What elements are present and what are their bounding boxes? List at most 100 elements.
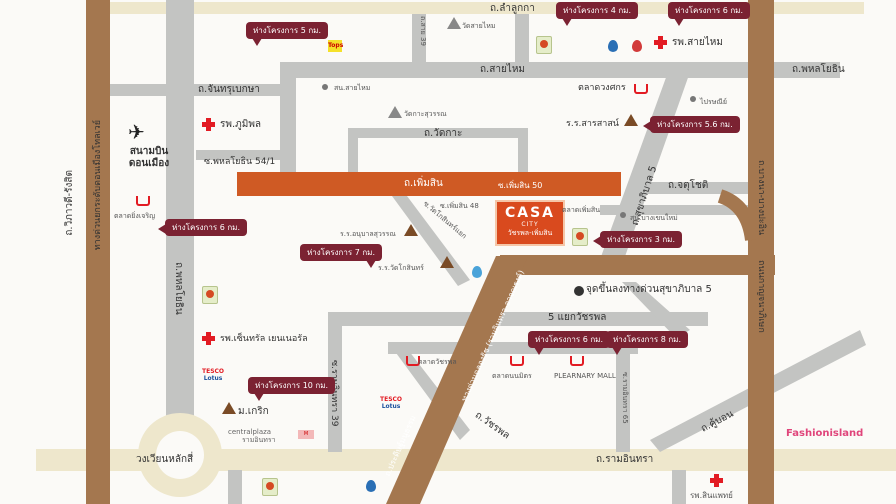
school-icon [440, 256, 454, 268]
place-wat-saikai: วัดสายไหม [462, 22, 496, 30]
place-post-office: ไปรษณีย์ [700, 98, 727, 106]
place-talad-nonmitr: ตลาดนนมิตร [492, 372, 532, 380]
gas-station-icon [202, 286, 218, 304]
distance-bubble: ห่างโครงการ 6 กม. [528, 331, 610, 355]
fashion-island-logo: Fashionisland [786, 428, 864, 439]
road-expressway-connector [500, 255, 775, 275]
place-rr-wat-kok: ร.ร.วัดโกสินทร์ [378, 264, 424, 272]
road-label-phoem-sin: ถ.เพิ่มสิน [404, 178, 443, 189]
project-logo-casa-city: CASA CITY วัชรพล-เพิ่มสิน [495, 200, 565, 246]
fuel-drop-icon [366, 480, 376, 492]
place-airport: สนามบิน ดอนเมือง [128, 146, 170, 169]
road-sn-bangkhen [600, 205, 755, 215]
tesco-text: TESCO [202, 368, 225, 375]
road-vertical-left [280, 62, 296, 182]
hospital-icon [654, 36, 667, 49]
road-label-soi-phoem-sin-50: ซ.เพิ่มสิน 50 [498, 181, 543, 190]
distance-bubble: ห่างโครงการ 4 กม. [556, 2, 638, 26]
road-label-soi-54-1: ซ.พหลโยธิน 54/1 [204, 157, 276, 167]
fuel-drop-icon [608, 40, 618, 52]
school-icon [624, 114, 638, 126]
school-icon [404, 224, 418, 236]
road-chanhatsa [110, 84, 280, 96]
label-wongwian-lak-si: วงเวียนหลักสี่ [136, 454, 194, 465]
road-label-sai-mai-small: สน.สายไหม [334, 84, 371, 92]
place-sn-bang-khen: สน.บางเขนใหม่ [630, 214, 678, 222]
casa-location: วัชรพล-เพิ่มสิน [507, 229, 553, 237]
distance-bubble: ห่างโครงการ 8 กม. [606, 331, 688, 355]
mall-logo-icon: M [298, 430, 314, 439]
road-label-jatuchot: ถ.จตุโชติ [668, 180, 709, 191]
label-exit-sukhaphiban-5: จุดขึ้นลงทางด่วนสุขาภิบาล 5 [586, 284, 712, 295]
distance-bubble: ห่างโครงการ 6 กม. [158, 219, 247, 236]
road-label-soi-39-top: ถ.สาย 39 [419, 16, 427, 46]
casa-subtitle: CITY [521, 221, 539, 228]
road-phahon-yothin [166, 0, 194, 430]
distance-bubble: ห่างโครงการ 3 กม. [593, 231, 682, 248]
airplane-icon: ✈ [128, 120, 145, 144]
road-label-vibhavadi: ถ.วิภาวดี-รังสิต [64, 170, 75, 236]
road-yaek-watcharaphon [328, 312, 708, 326]
gas-station-icon [536, 36, 552, 54]
road-vibhavadi [86, 0, 110, 504]
gas-station-icon [572, 228, 588, 246]
market-basket-icon [634, 84, 648, 94]
distance-bubble: ห่างโครงการ 5.6 กม. [643, 116, 740, 133]
central-plaza-sub: รามอินทรา [242, 436, 276, 444]
tesco-text: TESCO [380, 396, 403, 403]
road-label-phahon-yothin-left: ถ.พหลโยธิน [173, 262, 184, 315]
road-soi-39-top [412, 14, 426, 66]
road-label-chanhatsa: ถ.จันทรุเบกษา [198, 84, 260, 95]
place-rr-anuban: ร.ร.อนุบาลสุวรรณ [340, 230, 396, 238]
temple-icon [447, 17, 461, 29]
road-phoem-sin [237, 172, 621, 196]
road-soi-54-1 [196, 150, 286, 160]
road-label-ram-intra-39: ซ.รามอินทรา 39 [329, 360, 339, 427]
gas-station-icon [262, 478, 278, 496]
road-label-soi-phoem-sin-48: ซ.เพิ่มสิน 48 [440, 202, 479, 210]
distance-bubble: ห่างโครงการ 6 กม. [668, 2, 750, 26]
road-label-kanchanaphisek: ถนนกาญจนาภิเษก [756, 260, 766, 333]
distance-bubble: ห่างโครงการ 5 กม. [246, 22, 328, 46]
road-kanchanaphisek [748, 0, 774, 504]
road-label-wat-kao: ถ.วัดกาะ [424, 128, 463, 139]
road-label-phahon-right: ถ.พหลโยธิน [792, 64, 845, 75]
road-vertical-top-mid [515, 14, 529, 66]
hospital-icon [202, 118, 215, 131]
hospital-icon [202, 332, 215, 345]
road-ram-intra-65 [616, 342, 630, 452]
road-wat-kao [348, 128, 528, 138]
place-rp-central: รพ.เซ็นทรัล เยนเนอรัล [220, 334, 308, 344]
road-expressway-diagonal [386, 256, 528, 504]
market-basket-icon [136, 196, 150, 206]
place-rr-sarasas: ร.ร.สารสาสน์ [566, 119, 619, 129]
tesco-lotus-logo: TESCO Lotus [202, 368, 224, 382]
casa-title: CASA [504, 205, 556, 221]
market-basket-icon [406, 356, 420, 366]
central-plaza-text: centralplaza [228, 428, 272, 436]
lotus-text: Lotus [203, 375, 223, 382]
road-label-lam-luk-ka: ถ.ลำลูกกา [490, 3, 535, 14]
road-label-don-mueang-tollway: ทางด่วนยกระดับดอนเมืองโทลเวย์ [93, 120, 103, 251]
place-m-kasem: ม.เกริก [238, 406, 269, 417]
expressway-exit-dot [574, 286, 584, 296]
place-rp-sai-mai: รพ.สายไหม [672, 37, 723, 48]
fuel-drop-icon [632, 40, 642, 52]
road-label-ram-intra: ถ.รามอินทรา [596, 454, 654, 465]
temple-icon [388, 106, 402, 118]
road-ram-intra-bottom [36, 449, 896, 471]
lotus-text: Lotus [381, 403, 401, 410]
central-plaza-logo: centralplaza รามอินทรา [228, 428, 276, 444]
place-wat-kao: วัดกาะสุวรรณ [404, 110, 447, 118]
place-plearnary-mall: PLEARNARY MALL [554, 372, 616, 380]
market-basket-icon [510, 356, 524, 366]
place-talad-phoemsin: ตลาดเพิ่มสิน [562, 206, 600, 214]
tops-logo: Tops [328, 40, 343, 52]
police-station-icon [322, 84, 328, 90]
place-talad-watcharaphon: ตลาดวัชรพล [418, 358, 457, 366]
road-label-ram-intra-65: ซ.รามอินทรา 65 [621, 372, 629, 424]
mall-basket-icon [570, 356, 584, 366]
distance-bubble: ห่างโครงการ 7 กม. [300, 244, 382, 268]
